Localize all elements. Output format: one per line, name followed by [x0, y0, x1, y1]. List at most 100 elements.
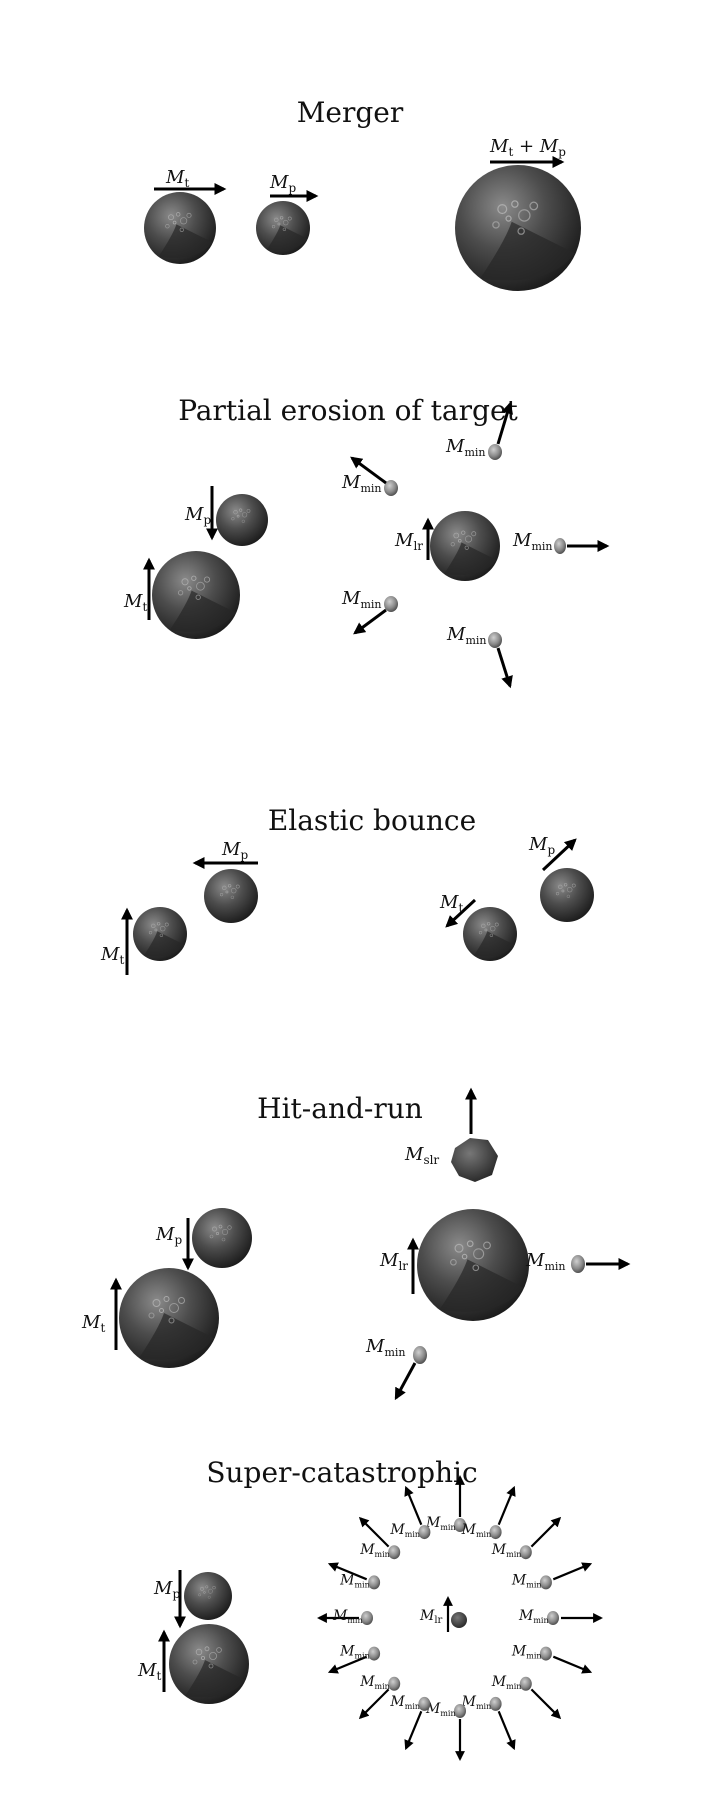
fragment-body — [368, 1575, 381, 1590]
panel-elastic-bounce: Elastic bounce Mp Mt Mp Mt — [100, 804, 594, 975]
largest-remnant-mass-label: Mlr — [379, 1250, 408, 1273]
projectile-body-after — [540, 868, 594, 922]
largest-remnant-body — [417, 1209, 529, 1321]
fragment: Mmin — [425, 1701, 466, 1761]
fragment-mass-label: Mmin — [389, 1522, 420, 1539]
fragment: Mmin — [358, 1674, 401, 1720]
fragment-velocity-arrow — [552, 1655, 593, 1674]
target-body — [169, 1624, 249, 1704]
fragment-mass-label: Mmin — [341, 472, 381, 495]
fragment-body — [539, 1575, 552, 1590]
fragment-lower-left: Mmin — [341, 588, 398, 635]
projectile-body — [256, 201, 310, 255]
fragment: Mmin — [317, 1608, 373, 1625]
fragment-body — [418, 1696, 431, 1711]
fragment-body — [489, 1525, 502, 1540]
fragment-mass-label: Mmin — [359, 1542, 390, 1559]
fragment-velocity-arrow — [497, 1485, 516, 1526]
target-body-after — [463, 907, 517, 961]
fragment-velocity-arrow — [404, 1710, 423, 1751]
fragment-body — [519, 1545, 532, 1560]
fragment: Mmin — [511, 1562, 593, 1590]
fragment: Mmin — [327, 1562, 381, 1590]
fragment-mass-label: Mmin — [359, 1674, 390, 1691]
fragment-velocity-arrow — [358, 1516, 390, 1548]
projectile-mass-label: Mp — [153, 1578, 180, 1601]
fragment-mass-label: Mmin — [341, 588, 381, 611]
merged-mass-label: Mt + Mp — [489, 136, 566, 159]
fragment-velocity-arrow — [497, 1710, 516, 1751]
fragment: Mmin — [491, 1516, 562, 1560]
fragment-body — [454, 1704, 466, 1718]
fragment-mass-label: Mmin — [389, 1694, 420, 1711]
panel-hit-and-run: Hit-and-run Mp Mt Mslr Mlr — [81, 1087, 631, 1401]
projectile-body — [216, 494, 268, 546]
projectile-mass-label-after: Mp — [528, 834, 555, 857]
projectile-velocity-arrow-after — [541, 838, 577, 872]
target-mass-label: Mt — [81, 1312, 105, 1335]
fragment-upper-left: Mmin — [341, 456, 398, 496]
projectile-body — [184, 1572, 232, 1620]
fragment-velocity-arrow — [358, 1688, 390, 1720]
fragment: Mmin — [425, 1475, 466, 1532]
largest-remnant-body: Mlr — [419, 1596, 467, 1632]
fragment-velocity-arrow — [327, 1562, 368, 1581]
fragment-top-right: Mmin — [445, 401, 513, 460]
fragment-mass-label: Mmin — [511, 1644, 542, 1661]
fragment-body — [368, 1646, 381, 1661]
panel-title-partial-erosion: Partial erosion of target — [178, 394, 518, 427]
projectile-mass-label: Mp — [155, 1224, 182, 1247]
fragment-body — [388, 1545, 401, 1560]
fragment-body — [489, 1696, 502, 1711]
target-body — [144, 192, 216, 264]
target-mass-label: Mt — [123, 591, 147, 614]
target-mass-label: Mt — [165, 167, 189, 190]
panel-title-super-catastrophic: Super-catastrophic — [206, 1456, 477, 1489]
panel-partial-erosion: Partial erosion of target Mp Mt Mlr Mm — [123, 394, 610, 689]
fragment-mass-label: Mmin — [332, 1608, 363, 1625]
fragment-mass-label: Mmin — [512, 530, 552, 553]
fragment-mass-label: Mmin — [511, 1572, 542, 1589]
target-mass-label: Mt — [100, 944, 124, 967]
fragment-body — [418, 1525, 431, 1540]
fragment-velocity-arrow — [404, 1485, 423, 1526]
target-mass-label: Mt — [137, 1660, 161, 1683]
merged-body — [455, 165, 581, 291]
fragment-body — [361, 1611, 373, 1625]
fragment-velocity-arrow — [530, 1688, 562, 1720]
fragment-velocity-arrow — [530, 1516, 562, 1548]
projectile-mass-label: Mp — [184, 504, 211, 527]
projectile-mass-label: Mp — [269, 172, 296, 195]
target-body — [119, 1268, 219, 1368]
fragment: Mmin — [327, 1644, 381, 1674]
fragment-body — [454, 1518, 466, 1532]
fragment: Mmin — [518, 1608, 603, 1625]
fragment-mass-label: Mmin — [425, 1515, 456, 1532]
fragment-mass-label: Mmin — [525, 1250, 565, 1273]
projectile-mass-label: Mp — [221, 839, 248, 862]
target-body — [133, 907, 187, 961]
fragment-right: Mmin — [512, 530, 610, 554]
fragment-bottom: Mmin — [446, 624, 513, 689]
projectile-body — [204, 869, 258, 923]
fragment-mass-label: Mmin — [461, 1694, 492, 1711]
fragment-lower: Mmin — [365, 1336, 427, 1401]
panel-title-hit-and-run: Hit-and-run — [257, 1092, 423, 1125]
second-largest-remnant-body: Mslr — [404, 1087, 498, 1182]
fragment-body — [519, 1676, 532, 1691]
panel-title-elastic-bounce: Elastic bounce — [268, 804, 476, 837]
second-largest-remnant-mass-label: Mslr — [404, 1144, 439, 1167]
target-velocity-arrow-after — [445, 898, 477, 928]
fragment: Mmin — [491, 1674, 562, 1720]
fragment-mass-label: Mmin — [491, 1674, 522, 1691]
largest-remnant-mass-label: Mlr — [419, 1608, 443, 1626]
projectile-body — [192, 1208, 252, 1268]
fragment-mass-label: Mmin — [518, 1608, 549, 1625]
fragment-body — [388, 1676, 401, 1691]
fragment-body — [539, 1646, 552, 1661]
fragment-right: Mmin — [525, 1250, 631, 1273]
fragment-mass-label: Mmin — [461, 1522, 492, 1539]
